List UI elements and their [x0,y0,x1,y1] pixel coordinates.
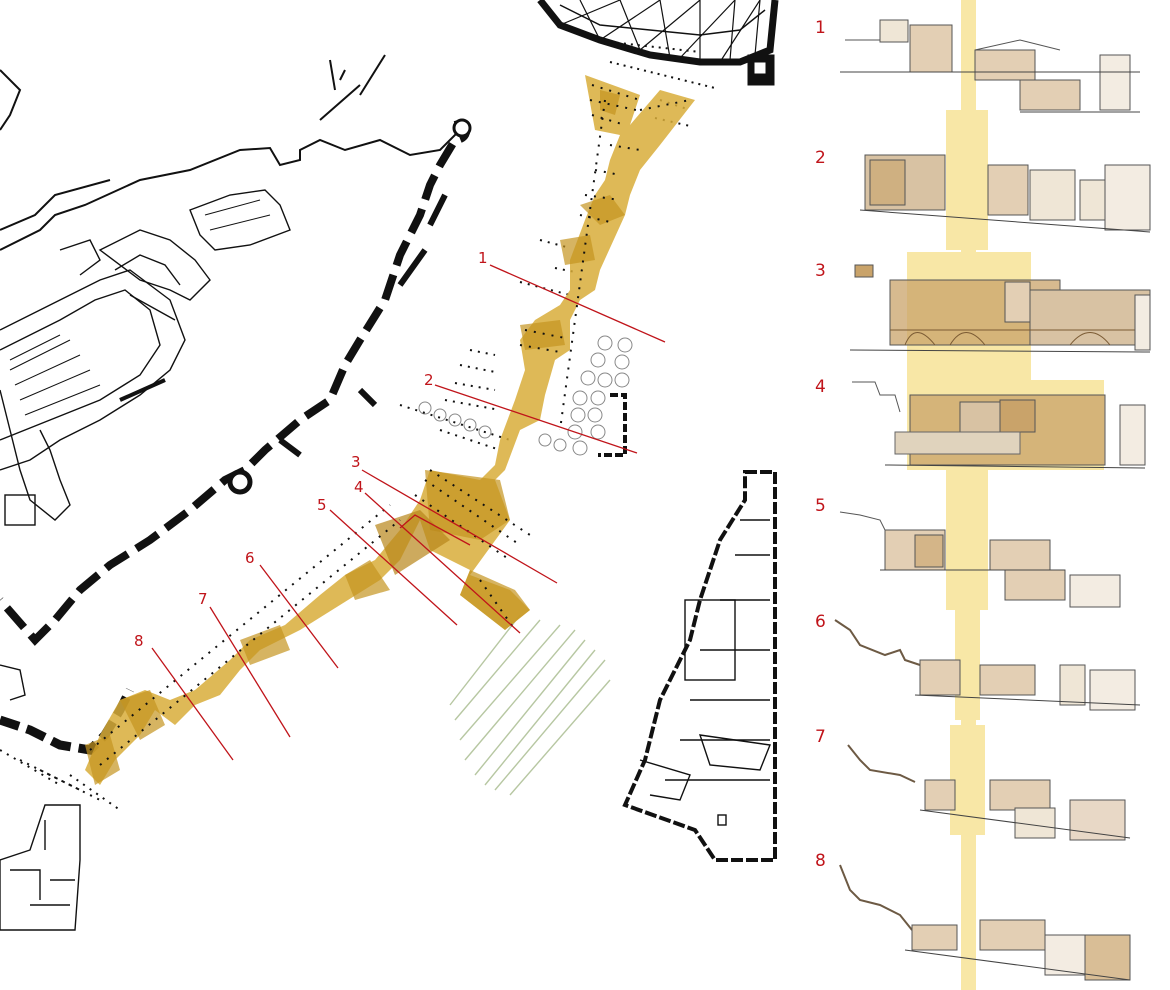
section-6 [834,619,1141,711]
section-label-4: 4 [815,377,826,397]
section-3 [849,264,1151,353]
plan-label-5: 5 [317,496,327,514]
section-1 [840,19,1140,113]
sections-column: 1 2 3 4 5 6 7 8 [815,0,1151,990]
section-cut-line-8 [151,647,234,761]
plan-label-7: 7 [198,590,208,608]
plan-label-6: 6 [245,549,255,567]
section-cut-lines [151,264,666,761]
plan-label-1: 1 [478,249,488,267]
section-cut-line-6 [259,564,339,669]
section-5 [839,511,1121,608]
path-band [907,0,1104,990]
left-building-complex [0,189,291,526]
section-label-1: 1 [815,18,826,38]
section-cut-line-4 [364,492,521,634]
section-cut-line-1 [489,264,666,343]
section-label-2: 2 [815,148,826,168]
path-dotted-lines [89,84,691,766]
courtyard-buildings [622,470,777,862]
plan-label-2: 2 [424,371,434,389]
section-4 [852,381,1146,469]
landscape-hatching [449,614,611,796]
section-label-5: 5 [815,496,826,516]
dotted-rows-bottom-left [0,749,121,811]
section-label-6: 6 [815,612,826,632]
bottom-left-buildings [0,664,81,931]
plan-label-3: 3 [351,453,361,471]
plan-label-8: 8 [134,632,144,650]
section-7 [847,744,1131,841]
section-8 [839,864,1131,981]
section-cut-line-2 [434,384,638,454]
section-cut-line-7 [209,606,291,738]
site-plan: 1 2 3 4 5 6 7 8 [0,0,779,931]
section-labels: 1 2 3 4 5 6 7 8 [815,18,826,871]
plan-label-4: 4 [354,478,364,496]
section-label-8: 8 [815,851,826,871]
ochre-path [85,75,695,785]
dotted-rows-top [609,41,716,89]
grove-wall [598,393,627,457]
tree-grove [418,335,633,456]
dome-structure [537,0,779,86]
old-town-outline [0,54,461,251]
plan-section-labels: 1 2 3 4 5 6 7 8 [134,249,488,650]
section-2 [859,154,1151,233]
section-label-3: 3 [815,261,826,281]
section-label-7: 7 [815,727,826,747]
section-cut-line-3 [361,469,558,584]
section-cut-line-5 [329,509,458,626]
